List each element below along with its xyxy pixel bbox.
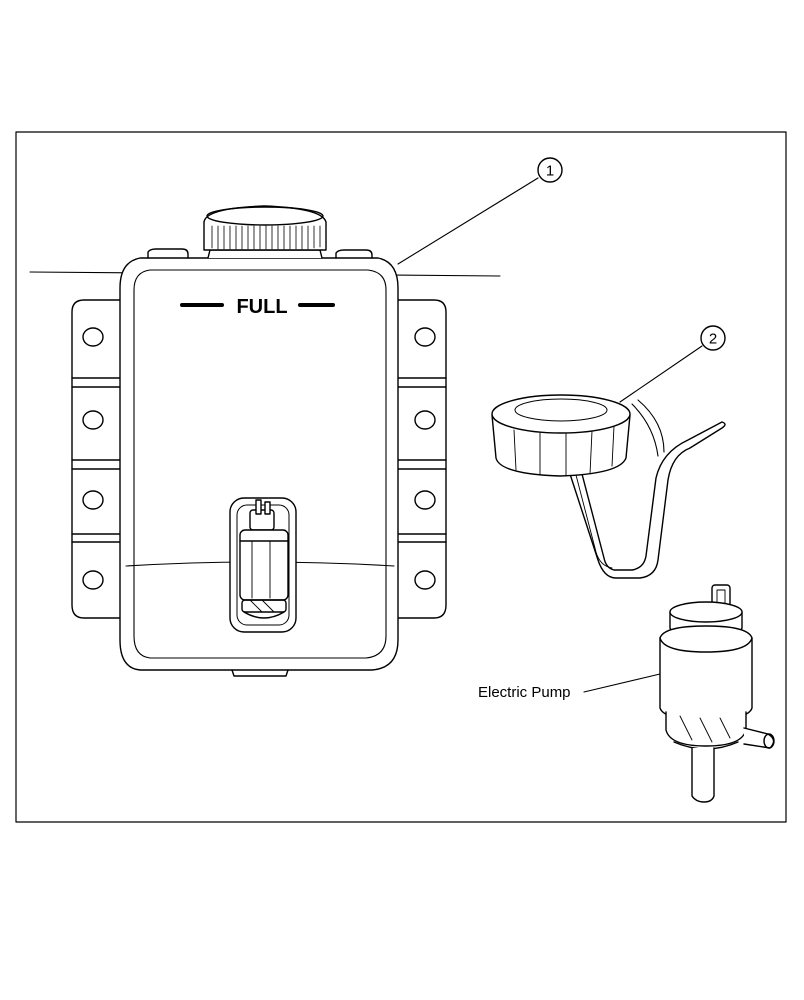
- tank-filler-cap: [203, 205, 327, 259]
- mounting-hole: [82, 490, 104, 510]
- filler-cap: [491, 394, 631, 477]
- full-level-marking: FULL: [180, 296, 335, 318]
- callout-2-number: 2: [709, 331, 717, 348]
- callout-1-leader: [397, 177, 539, 265]
- callout-2: 2: [700, 325, 726, 351]
- diagram-frame: [15, 131, 787, 823]
- mounting-hole: [82, 327, 104, 347]
- filler-cap-with-strap: [491, 394, 726, 579]
- mounting-hole: [82, 410, 104, 430]
- right-mounting-bracket: [389, 299, 447, 619]
- tank-body: [119, 257, 399, 671]
- tank-top-tab-left: [147, 248, 189, 259]
- left-mounting-bracket: [71, 299, 129, 619]
- mounting-hole: [414, 327, 436, 347]
- reservoir-tank: FULL: [71, 205, 447, 677]
- callout-1: 1: [537, 157, 563, 183]
- tank-inner-outline: [133, 269, 387, 659]
- pump-side-outlet: [743, 727, 775, 749]
- callout-1-number: 1: [546, 163, 554, 180]
- mounting-hole: [414, 490, 436, 510]
- electric-pump-label: Electric Pump: [478, 684, 571, 701]
- callout-2-leader: [619, 345, 703, 403]
- electric-pump-leader: [583, 673, 661, 693]
- cap-retaining-strap: [569, 421, 726, 579]
- mounting-hole: [414, 570, 436, 590]
- pump-inlet-pipe: [691, 747, 715, 803]
- full-level-label: FULL: [236, 296, 287, 318]
- tank-pump-pocket: [229, 497, 297, 633]
- mounting-hole: [414, 410, 436, 430]
- mounting-hole: [82, 570, 104, 590]
- tank-top-tab-right: [335, 249, 373, 259]
- tank-bottom-foot: [231, 669, 289, 677]
- electric-pump: [659, 584, 775, 803]
